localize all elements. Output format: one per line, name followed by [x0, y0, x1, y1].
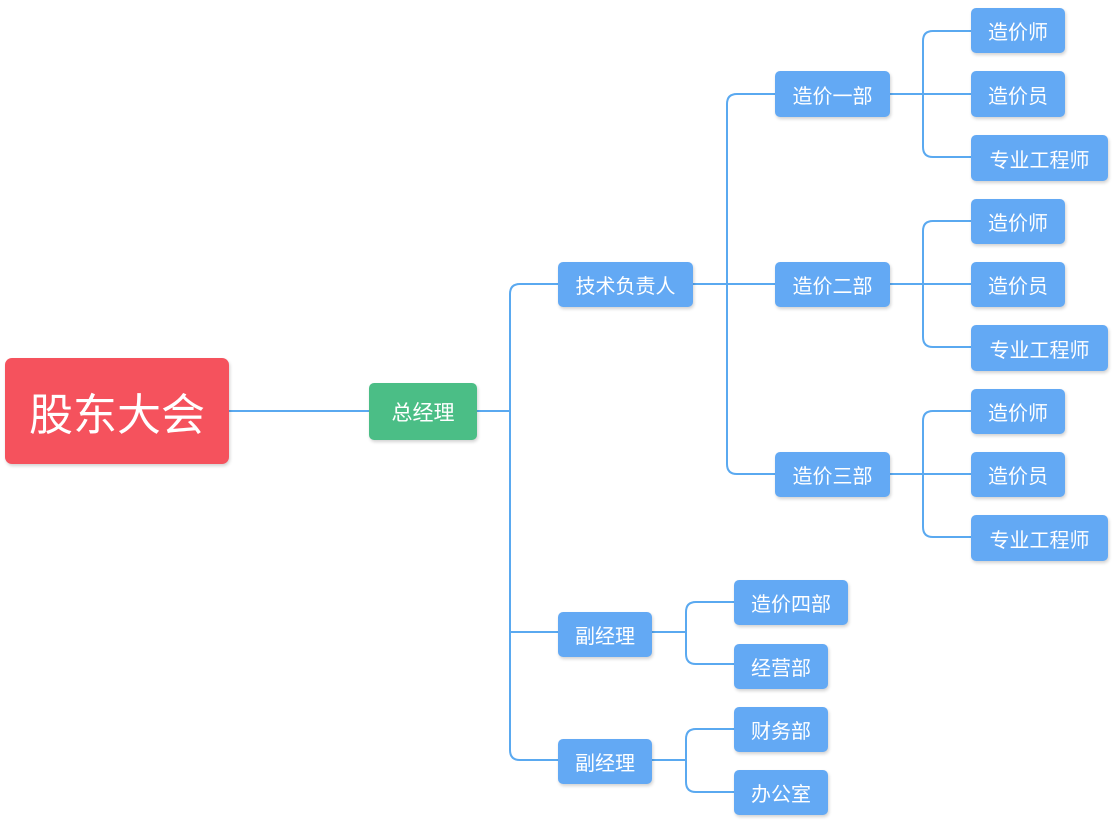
node-deputy-manager-2[interactable]: 副经理	[558, 739, 652, 784]
root-node-shareholders-meeting[interactable]: 股东大会	[5, 358, 229, 464]
node-dept3-professional-engineer[interactable]: 专业工程师	[971, 515, 1108, 561]
node-dept2-cost-engineer[interactable]: 造价师	[971, 199, 1065, 244]
node-office[interactable]: 办公室	[734, 770, 828, 815]
node-general-manager[interactable]: 总经理	[369, 383, 477, 440]
node-technical-lead[interactable]: 技术负责人	[558, 262, 693, 307]
connector-dept2-branch	[890, 220, 971, 348]
connector-gm-branch	[477, 283, 558, 761]
connector-dept1-branch	[890, 30, 971, 158]
node-dept1-cost-engineer[interactable]: 造价师	[971, 8, 1065, 53]
node-dept2-cost-clerk[interactable]: 造价员	[971, 262, 1065, 307]
connector-tech-branch	[693, 93, 775, 475]
connector-dept3-branch	[890, 410, 971, 538]
node-cost-dept-3[interactable]: 造价三部	[775, 452, 890, 497]
node-cost-dept-4[interactable]: 造价四部	[734, 580, 848, 625]
connector-deputy1-branch	[652, 601, 734, 665]
node-dept3-cost-engineer[interactable]: 造价师	[971, 389, 1065, 434]
node-deputy-manager-1[interactable]: 副经理	[558, 612, 652, 657]
node-finance-dept[interactable]: 财务部	[734, 707, 828, 752]
node-cost-dept-2[interactable]: 造价二部	[775, 262, 890, 307]
node-dept2-professional-engineer[interactable]: 专业工程师	[971, 325, 1108, 371]
connector-deputy2-branch	[652, 728, 734, 793]
node-dept1-cost-clerk[interactable]: 造价员	[971, 71, 1065, 117]
node-business-dept[interactable]: 经营部	[734, 644, 828, 689]
node-cost-dept-1[interactable]: 造价一部	[775, 71, 890, 117]
node-dept1-professional-engineer[interactable]: 专业工程师	[971, 135, 1108, 181]
node-dept3-cost-clerk[interactable]: 造价员	[971, 452, 1065, 497]
